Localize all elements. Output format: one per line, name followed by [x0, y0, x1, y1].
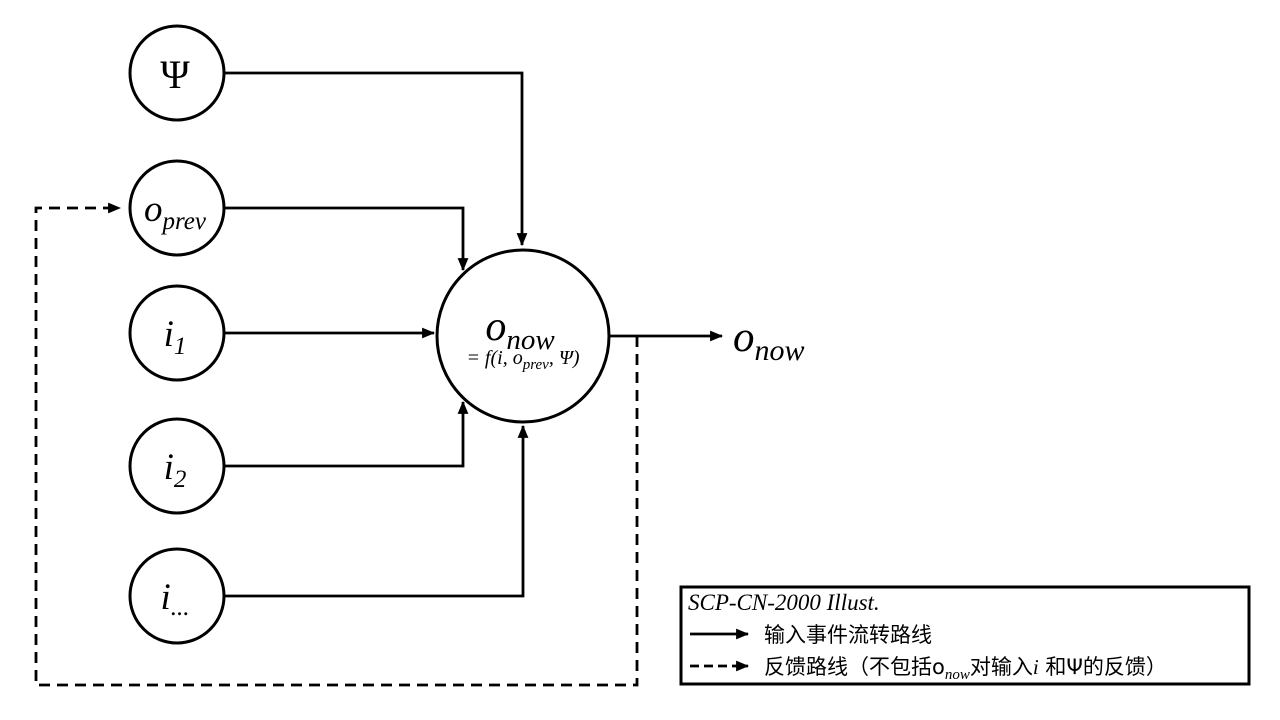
center-node-label: onow	[485, 304, 555, 356]
flow-line-oprev	[224, 206, 469, 272]
node-i2-circle	[128, 417, 226, 515]
center-node-formula: = f(i, oprev, Ψ)	[466, 347, 579, 373]
output-label: onow	[733, 314, 805, 367]
legend-box	[679, 585, 1251, 686]
node-i2-label: i2	[164, 447, 187, 493]
center-node-circle	[435, 248, 611, 424]
flow-line-idots	[224, 424, 529, 598]
node-i1-circle	[128, 284, 226, 382]
node-psi-label: Ψ	[160, 52, 190, 97]
legend-solid-label: 输入事件流转路线	[764, 623, 932, 647]
node-idots-label: i...	[160, 577, 189, 621]
node-idots-circle	[128, 547, 226, 645]
legend-title: SCP-CN-2000 Illust.	[688, 590, 880, 615]
flow-line-psi	[224, 71, 528, 247]
node-psi-circle	[128, 24, 226, 122]
node-oprev-circle	[128, 159, 226, 257]
node-oprev-label: oprev	[144, 189, 207, 235]
flow-line-i2	[224, 400, 469, 468]
node-i1-label: i1	[164, 314, 187, 360]
legend-dashed-label: 反馈路线（不包括onow对输入i 和Ψ的反馈）	[764, 655, 1167, 683]
